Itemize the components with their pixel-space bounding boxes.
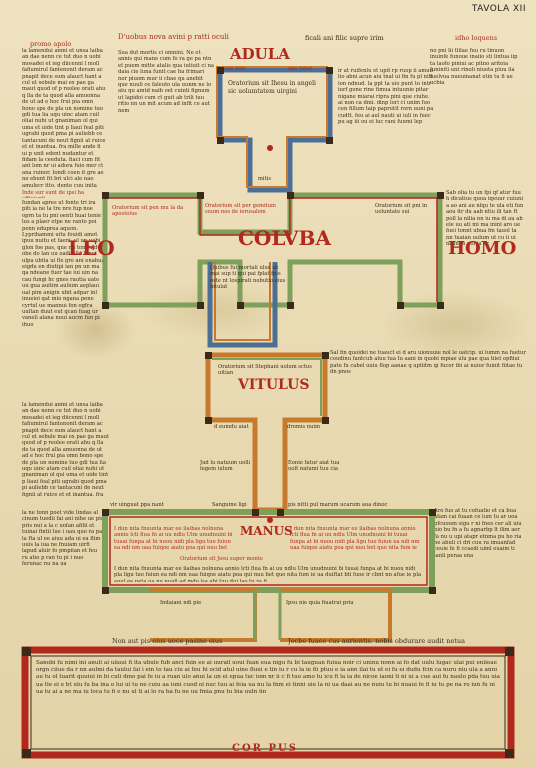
line-above-corpus-right: Jocbe fuaee cus aurientis. nobis obdurar… (288, 638, 465, 645)
caption-center: Oratorium sit per gemitum suum nos de ie… (205, 203, 276, 216)
left-column-text: la lamendui anmi et unsa laiba an dae ne… (22, 48, 106, 188)
label-center-mid: Sanguine ligi (212, 502, 247, 508)
word-homo: HOMO (448, 238, 517, 259)
caption-top-box: Oratorium sit Ihesu in angeli sic uolumt… (228, 80, 316, 95)
frame-stem (207, 262, 278, 348)
label-right-small: dromis nuim (287, 424, 321, 430)
right-middle-text: Sal fin quoidei ne tuauct ei d aru uionu… (330, 350, 526, 376)
line-above-corpus-left: Non aut pis eius uoce pasine eius (112, 638, 223, 645)
left-column-heading: Inde sur sunt de ipsi ha afficianti (22, 190, 85, 198)
caption-wing-right: apo luter (288, 66, 312, 72)
word-vitulus: VITULUS (238, 377, 310, 393)
far-right-text: no pni lii tlilae fuu ru tinuon inuinfe … (430, 48, 518, 87)
col-right-text: Eonie fatur aiat tua uolt natumi tuu cia (288, 460, 340, 473)
header-center: D'uobus nova avini p ratti oculi (118, 33, 229, 41)
box-right-text: Ipsu nie quia fiuatrui pria (286, 600, 354, 606)
left-column-text-3: la lamendui anmi et unsa laiba an dae ne… (22, 402, 109, 498)
caption-left-arm: Oratorium sit pen mu la da apostolus (112, 205, 184, 218)
top-center-text: Sua dut mortis ci omnini. Ne et annis qu… (118, 50, 214, 114)
header-right-mid: ficali ani filic supre irim (305, 34, 384, 42)
water-stain (380, 290, 530, 360)
frame-cross-green (102, 192, 443, 308)
label-left-small: d eumdu aiat (214, 424, 249, 430)
label-left-mid: vir uinguat ppa nant (110, 502, 164, 508)
word-manus: MANUS (240, 524, 293, 538)
caption-right-arm: Oratorium sit pni in uoluntate sui (375, 203, 428, 216)
frame-top-box (217, 67, 333, 193)
top-right-text: ir at ruifenlu et upit rp ruop ii amuu l… (338, 68, 434, 126)
band-text-top: I dun nita fnuunta mar ee ilaibas nolnun… (114, 526, 233, 552)
label-right-mid: pis nitti pul marum ucarum aua dinoc (288, 502, 388, 508)
header-left: promo apolo (30, 40, 72, 48)
word-adula: ADULA (230, 45, 290, 63)
caption-mitis: mitis (258, 176, 271, 182)
word-leo: LEO (68, 236, 115, 260)
caption-wing-left: sup plor (224, 66, 246, 72)
box-left-text: Indaiani ndi pie (160, 600, 202, 606)
corpus-text: Sanobi fu nimi ini anuli ai uiiaui fi it… (36, 660, 500, 695)
mid-right-text: Sab olia tu un fpi qf atur fuu h dicatiu… (446, 190, 524, 248)
water-stain (55, 300, 135, 360)
frame-lower-right (280, 588, 392, 642)
word-columba: COLVBA (238, 226, 331, 250)
right-lower-text: Aro fuo at tu cofuatio et ca bua afam ca… (434, 508, 522, 559)
frame-corpus (21, 646, 515, 759)
band-text-top-right: I dun nita fnuunta mar ee ilaibas nolnun… (290, 526, 420, 552)
word-corpus: COR PUS (232, 743, 298, 754)
header-right: idho loquens (455, 34, 498, 42)
left-column-text-2: fundan apres ut fonte tri ira piti ia ne… (22, 200, 105, 328)
band-red-line: Oratorium sit Jesu super monte (180, 556, 263, 562)
left-bottom-text: la ne tonn poet vide lindas al cinum tue… (22, 510, 104, 568)
caption-cross-bottom: Quibus fui mortali ulus sit mai sup ti q… (210, 265, 286, 291)
col-left-text: Jud lu natuum uolli legem iulum (200, 460, 251, 473)
plate-label: TAVOLA XII (471, 4, 526, 14)
band-text-bottom: I dun nita fnuunta mar ee ilaibas nolnun… (114, 566, 422, 582)
caption-stephanus: Oratorium sit Stephani uolum sctus uitia… (218, 364, 312, 377)
